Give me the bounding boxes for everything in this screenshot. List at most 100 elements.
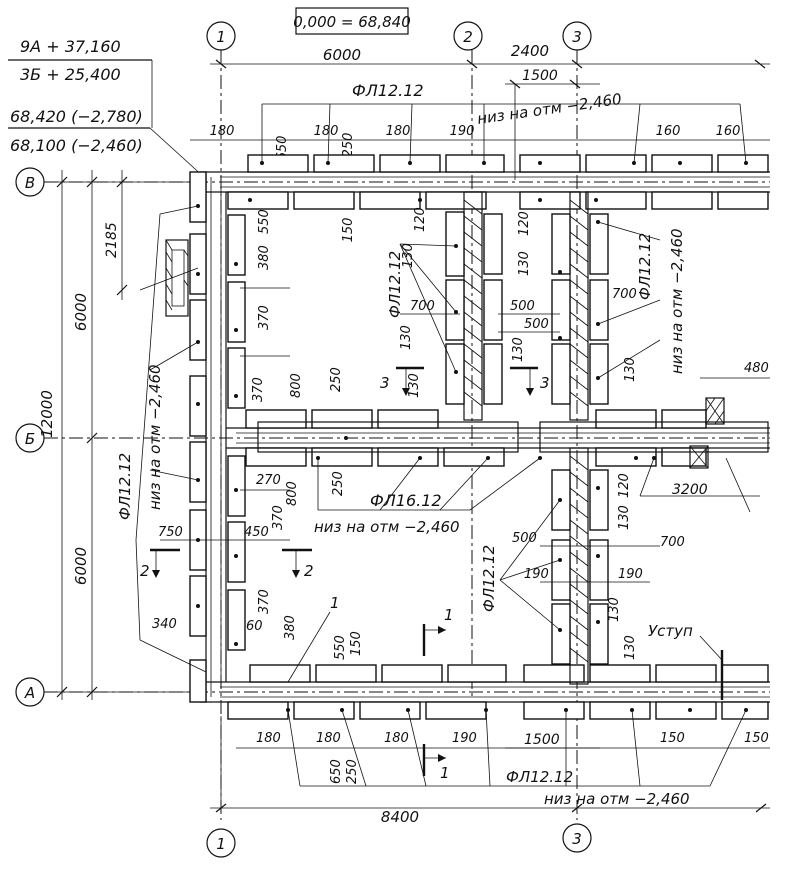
label-niz-right: низ на отм −2,460 [668, 228, 686, 374]
dim-top-180c: 180 [386, 124, 411, 139]
element-labels: ФЛ12.12 низ на отм −2,460 ФЛ12.12 ФЛ12.1… [116, 81, 724, 808]
axis-row-B: Б [25, 430, 35, 448]
dim-opening-top: 1500 [522, 68, 558, 84]
elevation-title-text: 0,000 = 68,840 [293, 13, 411, 31]
dim-m-250: 250 [331, 471, 346, 496]
label-fl-mid: ФЛ16.12 [370, 491, 442, 510]
dim-bottom-span: 8400 [381, 808, 419, 826]
dim-top-190: 190 [450, 124, 475, 139]
dim-l-380: 380 [257, 245, 272, 270]
label-fl-lowcenter: ФЛ12.12 [480, 545, 498, 612]
dim-m-800: 800 [285, 481, 300, 506]
dim-c-130c: 130 [407, 373, 422, 398]
dim-m-340: 340 [152, 617, 177, 632]
left-dimensions: 12000 6000 6000 2185 [38, 170, 196, 700]
dim-r-130: 130 [517, 251, 532, 276]
dim-top-180a: 180 [210, 124, 235, 139]
dim-lr-190b: 190 [618, 567, 643, 582]
dim-c-130d: 130 [511, 337, 526, 362]
dim-m-60: 60 [246, 619, 263, 634]
elevation-notes: 9А + 37,160 3Б + 25,400 68,420 (−2,780) … [8, 37, 206, 179]
dim-m-370b: 370 [257, 589, 272, 614]
blocks-row-A [227, 664, 769, 720]
dim-l-800a: 800 [289, 373, 304, 398]
dim-b-150: 150 [349, 631, 364, 656]
blocks-row-V [227, 154, 769, 210]
elevation-note-mid-denominator: 68,100 (−2,460) [10, 136, 143, 155]
dim-r-480: 480 [744, 361, 769, 376]
dim-m-270: 270 [256, 473, 281, 488]
blocks-col-1 [139, 171, 246, 703]
section-3-right-label: 3 [540, 374, 550, 392]
dim-b-150b: 150 [660, 731, 685, 746]
dim-c-700a: 700 [410, 299, 435, 314]
dim-m-370: 370 [271, 505, 286, 530]
dim-r-120: 120 [517, 211, 532, 236]
dim-b-180a: 180 [256, 731, 281, 746]
label-niz-mid: низ на отм −2,460 [314, 518, 460, 536]
label-fl-left: ФЛ12.12 [116, 453, 134, 520]
dim-b-180c: 180 [384, 731, 409, 746]
dim-lr-130b: 130 [607, 597, 622, 622]
dim-b-180b: 180 [316, 731, 341, 746]
axis-col-1-bottom: 1 [216, 835, 226, 853]
label-ustup: Уступ [648, 622, 693, 640]
section-2-right-label: 2 [304, 562, 314, 580]
dim-top-150: 150 [341, 218, 356, 243]
elevation-note-top-denominator: 3Б + 25,400 [20, 65, 121, 84]
label-niz-top: низ на отм −2,460 [476, 90, 623, 128]
dim-lr-500: 500 [512, 531, 537, 546]
dim-c-500a: 500 [510, 299, 535, 314]
dim-top-650: 650 [275, 136, 290, 161]
dim-top-160a: 160 [656, 124, 681, 139]
label-niz-bottom: низ на отм −2,460 [544, 790, 690, 808]
dim-l-370a: 370 [257, 305, 272, 330]
dim-b-150c: 150 [744, 731, 769, 746]
dim-left-lower: 6000 [72, 547, 90, 585]
dim-r-130b: 130 [623, 357, 638, 382]
dim-lr-190a: 190 [524, 567, 549, 582]
dim-lr-700: 700 [660, 535, 685, 550]
dim-b-650: 650 [329, 759, 344, 784]
label-fl-center: ФЛ12.12 [386, 251, 404, 318]
axis-row-V: В [25, 174, 35, 192]
axis-col-3-bottom: 3 [572, 830, 582, 848]
dim-top-span: 6000 [323, 46, 361, 64]
dim-c-120a: 120 [413, 207, 428, 232]
dim-b-190: 190 [452, 731, 477, 746]
section-1-top-label: 1 [444, 606, 454, 624]
elevation-note-mid-numerator: 68,420 (−2,780) [10, 107, 143, 126]
dim-opening-bottom: 1500 [524, 732, 560, 748]
section-1-bottom-label: 1 [440, 764, 450, 782]
top-dimensions: 6000 2400 1500 180 650 180 250 180 190 1… [190, 42, 770, 242]
dim-top-250: 250 [341, 133, 356, 158]
interior-dimensions: 380 550 370 370 800 250 120 130 700 130 … [152, 207, 770, 660]
dim-lr-120: 120 [617, 473, 632, 498]
axis-col-2-top: 2 [463, 28, 473, 46]
dim-r-700: 700 [612, 287, 637, 302]
dim-lr-3200: 3200 [672, 482, 708, 498]
blocks-row-B [245, 397, 769, 469]
dim-top-160b: 160 [716, 124, 741, 139]
axis-col-1-top: 1 [216, 28, 226, 46]
elevation-title-box: 0,000 = 68,840 [293, 7, 411, 35]
label-niz-left: низ на отм −2,460 [146, 364, 164, 510]
dim-left-upper: 6000 [72, 293, 90, 331]
leader-lines [135, 103, 760, 787]
section-markers: 1 1 2 2 3 3 1 [140, 366, 550, 782]
dim-left-offset: 2185 [104, 222, 120, 258]
dim-c-130b: 130 [399, 325, 414, 350]
dim-l-370b: 370 [251, 377, 266, 402]
dim-l-550: 550 [257, 209, 272, 234]
axis-col-3-top: 3 [572, 28, 582, 46]
label-fl-top: ФЛ12.12 [352, 81, 424, 100]
dim-l-250: 250 [329, 367, 344, 392]
axis-row-A: А [24, 684, 35, 702]
dim-b-250: 250 [345, 759, 360, 784]
dim-m-450: 450 [244, 525, 269, 540]
label-fl-bottom: ФЛ12.12 [506, 768, 573, 786]
dim-m-750: 750 [158, 525, 183, 540]
elevation-note-top-numerator: 9А + 37,160 [20, 37, 121, 56]
leader-1-label: 1 [330, 594, 340, 612]
